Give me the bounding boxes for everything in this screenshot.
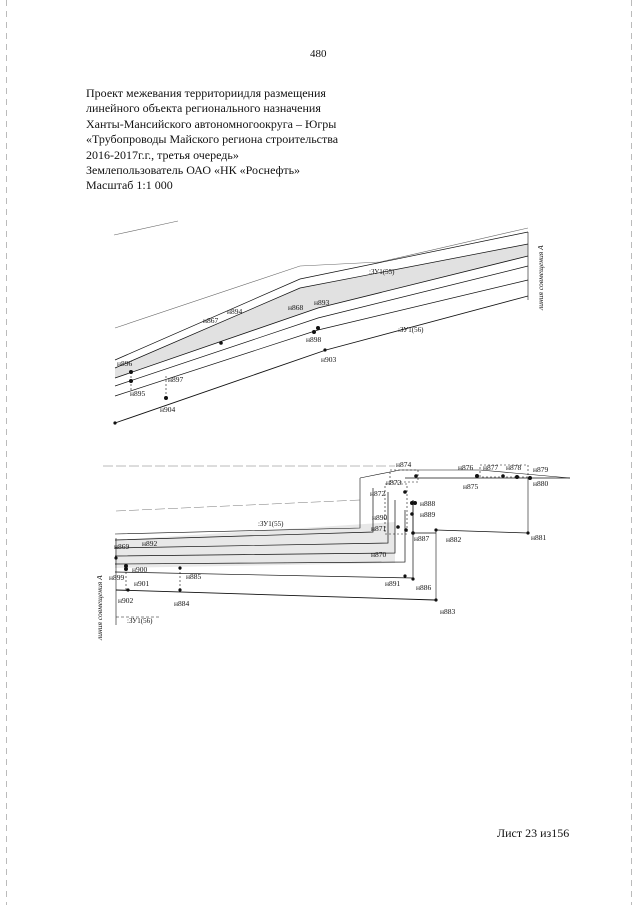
point-label: н888 (420, 499, 436, 508)
point-label: н899 (109, 573, 125, 582)
title-line-5: 2016-2017г.г., третья очередь» (86, 147, 239, 162)
combination-line-label-lower: линия совмещения А (95, 575, 104, 641)
sheet-number: Лист 23 из156 (497, 826, 570, 840)
point-label: н894 (227, 307, 243, 316)
point-label: н880 (533, 479, 549, 488)
point-label: н877 (483, 463, 499, 472)
point-label: н870 (371, 550, 387, 559)
point-label: н867 (203, 316, 219, 325)
point-label: н881 (531, 533, 547, 542)
point-label: н897 (168, 375, 184, 384)
point-label: н900 (132, 565, 148, 574)
point-label: н903 (321, 355, 337, 364)
point-label: н873 (386, 478, 402, 487)
title-line-3: Ханты-Мансийского автономногоокруга – Юг… (86, 116, 337, 131)
point-label: н883 (440, 607, 456, 616)
point-label: н887 (414, 534, 430, 543)
point-label: н868 (288, 303, 304, 312)
title-line-1: Проект межевания территориидля размещени… (86, 86, 326, 100)
lower-labels: н874 н876 н877 н878 н879 н873 н872 н875 … (95, 460, 549, 641)
title-line-6: Землепользователь ОАО «НК «Роснефть» (86, 163, 301, 178)
zone-label-55: :ЗУ1(55) (369, 268, 395, 276)
scale-label: Масштаб 1:1 000 (86, 178, 173, 193)
point-label: н886 (416, 583, 432, 592)
point-label: н869 (114, 542, 130, 551)
upper-labels: н896 н895 н897 н904 н867 н894 н868 н893 … (117, 245, 545, 414)
point-label: н891 (385, 579, 401, 588)
scan-edge-right (631, 0, 632, 905)
point-label: н896 (117, 359, 133, 368)
point-label: н884 (174, 599, 190, 608)
point-label: н871 (371, 524, 387, 533)
point-label: н892 (142, 539, 158, 548)
point-label: н872 (370, 489, 386, 498)
point-label: н901 (134, 579, 150, 588)
title-line-2: линейного объекта регионального назначен… (86, 101, 321, 116)
document-title: Проект межевания территориидля размещени… (86, 86, 416, 194)
point-label: н876 (458, 463, 474, 472)
point-label: н904 (160, 405, 176, 414)
page-number: 480 (310, 48, 327, 60)
combination-line-label-upper: линия совмещения А (536, 245, 545, 311)
point-label: н874 (396, 460, 412, 469)
point-label: н875 (463, 482, 479, 491)
upper-fragment (113, 220, 529, 425)
point-label: н879 (533, 465, 549, 474)
point-label: н902 (118, 596, 134, 605)
point-label: н882 (446, 535, 462, 544)
point-label: н893 (314, 298, 330, 307)
point-label: н878 (506, 463, 522, 472)
point-label: н889 (420, 510, 436, 519)
point-label: н895 (130, 389, 146, 398)
zone-label-56: :ЗУ1(56) (398, 326, 424, 334)
lower-fragment (103, 464, 571, 625)
point-label: н898 (306, 335, 322, 344)
scan-edge-left (6, 0, 7, 905)
zone-label-55: :ЗУ1(55) (258, 520, 284, 528)
point-label: н885 (186, 572, 202, 581)
title-line-4: «Трубопроводы Майского региона строитель… (86, 132, 339, 147)
zone-label-56: :ЗУ1(56) (127, 617, 153, 625)
point-label: н890 (372, 513, 388, 522)
